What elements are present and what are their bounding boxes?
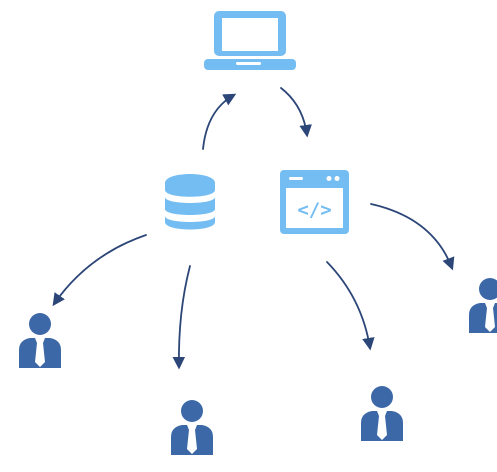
edge-code-window-to-user-bottom-right — [326, 261, 375, 351]
edge-database-to-user-bottom-left — [172, 265, 191, 370]
edge-database-to-laptop — [202, 93, 237, 150]
user-icon — [469, 278, 497, 333]
edge-code-window-to-user-right — [370, 203, 455, 271]
code-glyph-label: </> — [297, 199, 331, 221]
database-icon — [165, 174, 215, 230]
user-icon — [171, 400, 213, 455]
user-icon — [19, 313, 61, 368]
code-window-icon: </> — [280, 170, 349, 234]
edge-database-to-user-left — [52, 234, 147, 307]
edge-laptop-to-code-window — [280, 87, 312, 138]
laptop-icon — [204, 11, 296, 70]
user-icon — [361, 386, 403, 441]
